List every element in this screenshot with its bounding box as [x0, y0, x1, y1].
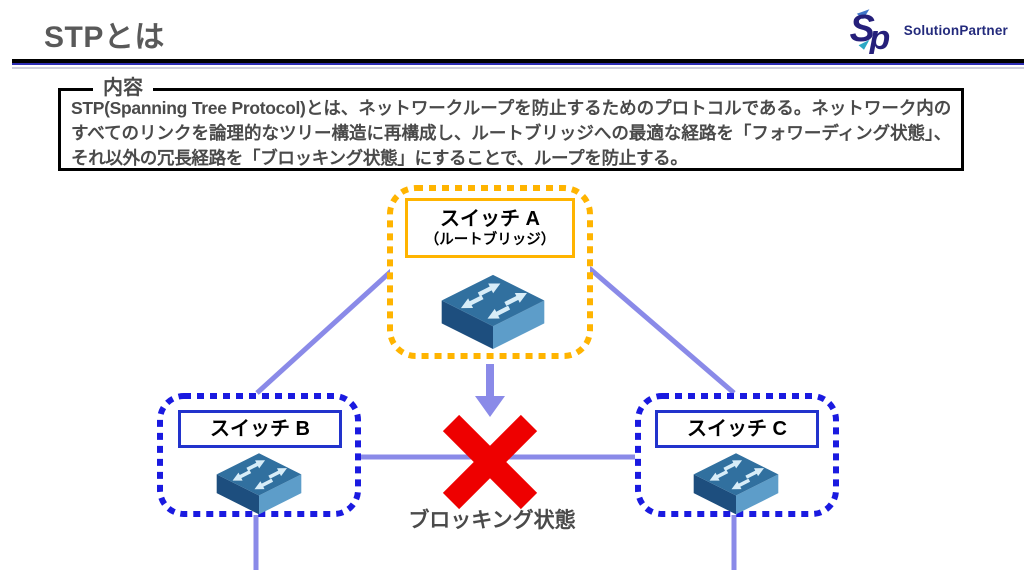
link-a-b — [255, 263, 400, 395]
switch-a-role: （ルートブリッジ） — [424, 232, 556, 248]
brand-name: SolutionPartner — [903, 22, 1008, 38]
content-box: 内容 STP(Spanning Tree Protocol)とは、ネットワークル… — [58, 76, 964, 171]
switch-c-label: スイッチ C — [655, 410, 819, 448]
monogram-s: S — [849, 8, 874, 50]
blocked-x-icon — [442, 414, 538, 510]
switch-b-label: スイッチ B — [178, 410, 342, 448]
company-logo: S p SolutionPartner — [846, 6, 1008, 54]
switch-b-name: スイッチ B — [210, 418, 310, 440]
header-divider — [12, 59, 1024, 69]
switch-c-name: スイッチ C — [687, 418, 787, 440]
switch-c-icon — [689, 450, 783, 516]
switch-b-icon — [212, 450, 306, 516]
sp-monogram-icon: S p — [849, 8, 890, 54]
blocking-state-label: ブロッキング状態 — [408, 509, 576, 532]
content-box-text: STP(Spanning Tree Protocol)とは、ネットワークループを… — [71, 98, 951, 168]
monogram-p: p — [868, 19, 890, 54]
content-box-label: 内容 — [93, 76, 153, 100]
switch-a-label: スイッチ A （ルートブリッジ） — [405, 198, 575, 258]
switch-a-icon — [436, 271, 550, 351]
link-a-c — [587, 266, 736, 395]
root-path-arrow-icon — [475, 364, 505, 417]
switch-a-name: スイッチ A — [440, 208, 540, 230]
page-title: STPとは — [44, 21, 165, 54]
